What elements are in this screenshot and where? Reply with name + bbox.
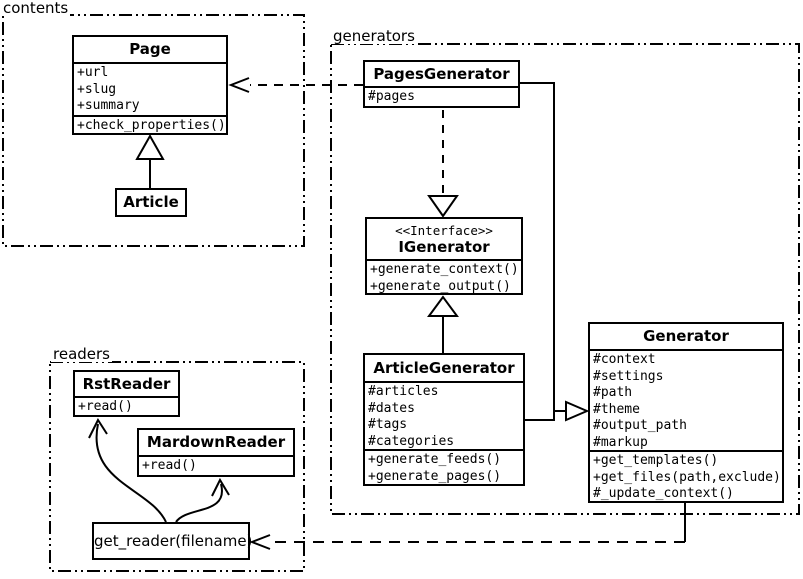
class-attribute: #theme bbox=[593, 401, 640, 417]
class-page: Page +url +slug +summary +check_properti… bbox=[72, 35, 228, 135]
class-mardownreader: MardownReader +read() bbox=[137, 428, 295, 477]
divider bbox=[367, 259, 521, 261]
method-section: +generate_feeds() +generate_pages() bbox=[365, 451, 523, 484]
attribute-section: #pages bbox=[365, 88, 518, 106]
divider bbox=[365, 381, 523, 383]
dependency-arrow-generator-to-getreader bbox=[249, 503, 686, 550]
class-rstreader: RstReader +read() bbox=[73, 370, 180, 417]
dependency-arrow-pagesgenerator-to-page bbox=[228, 77, 363, 93]
attribute-section: #context #settings #path #theme #output_… bbox=[590, 351, 782, 450]
method-section: +generate_context() +generate_output() bbox=[367, 261, 521, 294]
class-generator: Generator #context #settings #path #them… bbox=[588, 322, 784, 503]
class-title: PagesGenerator bbox=[373, 65, 510, 83]
function-get-reader: get_reader(filename) bbox=[92, 522, 252, 560]
generators-package-label: generators bbox=[331, 27, 417, 45]
class-title: IGenerator bbox=[398, 238, 490, 256]
class-title: Generator bbox=[643, 327, 729, 345]
method-section: +get_templates() +get_files(path,exclude… bbox=[590, 452, 782, 501]
contents-package-border bbox=[2, 14, 305, 247]
class-attribute: #dates bbox=[368, 400, 415, 416]
realization-arrow-pagesgenerator-to-igenerator bbox=[427, 110, 459, 218]
method-section: +read() bbox=[75, 398, 178, 415]
readers-package-label: readers bbox=[51, 345, 112, 363]
class-title: Page bbox=[129, 40, 171, 58]
class-attribute: #path bbox=[593, 385, 633, 400]
class-method: +generate_context() bbox=[370, 262, 519, 277]
class-attribute: +summary bbox=[77, 98, 140, 113]
call-arrow-getreader-to-rstreader bbox=[88, 417, 167, 523]
class-method: +get_files(path,exclude) bbox=[593, 469, 781, 485]
divider bbox=[74, 62, 226, 64]
class-header: <<Interface>> IGenerator bbox=[367, 219, 521, 257]
class-title: RstReader bbox=[82, 375, 171, 393]
class-method: +generate_output() bbox=[370, 278, 511, 294]
class-title: ArticleGenerator bbox=[373, 359, 515, 377]
class-method: +generate_feeds() bbox=[368, 452, 502, 467]
divider bbox=[365, 449, 523, 451]
class-attribute: #markup bbox=[593, 434, 648, 450]
class-articlegenerator: ArticleGenerator #articles #dates #tags … bbox=[363, 353, 525, 486]
divider bbox=[590, 349, 782, 351]
class-attribute: #context bbox=[593, 352, 656, 367]
divider bbox=[75, 396, 178, 398]
class-title: MardownReader bbox=[146, 433, 286, 451]
class-attribute: +url bbox=[77, 65, 109, 80]
divider bbox=[590, 450, 782, 452]
class-title: Article bbox=[123, 193, 179, 211]
attribute-section: +url +slug +summary bbox=[74, 64, 226, 115]
call-arrow-getreader-to-mardownreader bbox=[175, 477, 230, 523]
class-attribute: #output_path bbox=[593, 418, 687, 433]
class-method: +check_properties() bbox=[77, 118, 226, 133]
divider bbox=[365, 86, 518, 88]
class-attribute: #categories bbox=[368, 433, 455, 449]
class-pagesgenerator: PagesGenerator #pages bbox=[363, 60, 520, 108]
divider bbox=[139, 455, 293, 457]
inheritance-arrow-article-to-page bbox=[135, 133, 165, 188]
class-method: +read() bbox=[142, 458, 197, 473]
class-igenerator: <<Interface>> IGenerator +generate_conte… bbox=[365, 217, 523, 295]
class-attribute: #tags bbox=[368, 417, 408, 432]
class-method: +get_templates() bbox=[593, 453, 719, 468]
class-attribute: #settings bbox=[593, 368, 664, 384]
class-method: +read() bbox=[78, 399, 133, 414]
inheritance-arrow-generators-to-generator bbox=[520, 82, 590, 422]
class-attribute: #pages bbox=[368, 89, 415, 104]
attribute-section: #articles #dates #tags #categories bbox=[365, 383, 523, 449]
method-section: +check_properties() bbox=[74, 117, 226, 133]
class-method: #_update_context() bbox=[593, 486, 734, 501]
class-article: Article bbox=[115, 188, 187, 217]
readers-package-border bbox=[49, 361, 305, 572]
inheritance-arrow-articlegenerator-to-igenerator bbox=[427, 295, 459, 353]
class-stereotype: <<Interface>> bbox=[395, 223, 493, 238]
method-section: +read() bbox=[139, 457, 293, 475]
contents-package-label: contents bbox=[1, 0, 71, 17]
class-attribute: +slug bbox=[77, 81, 117, 97]
divider bbox=[74, 115, 226, 117]
class-method: +generate_pages() bbox=[368, 468, 502, 484]
class-attribute: #articles bbox=[368, 384, 439, 399]
generators-package-border bbox=[330, 43, 800, 515]
